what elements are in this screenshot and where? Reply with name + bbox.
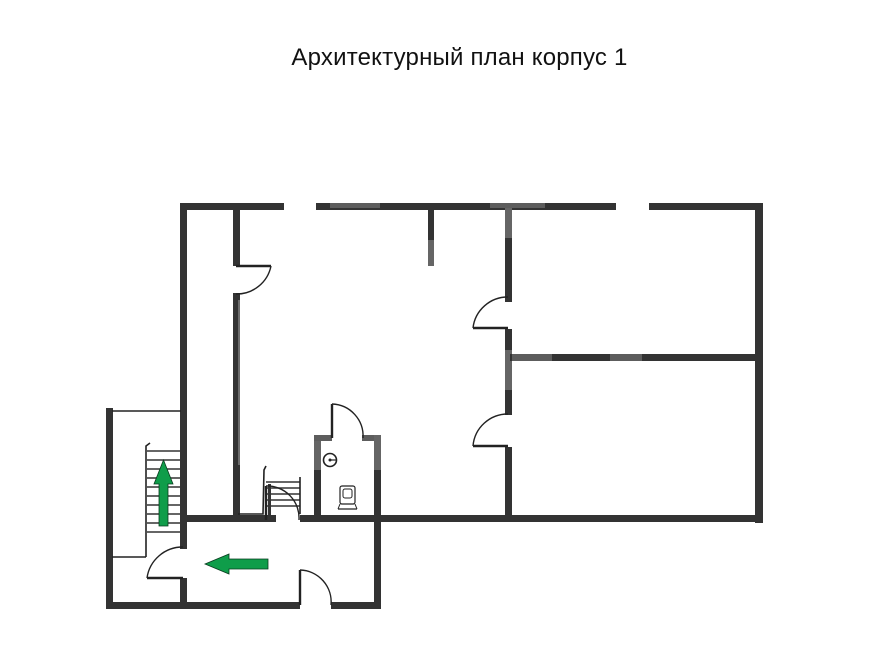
wall-stub-top bbox=[428, 208, 434, 266]
walls bbox=[106, 203, 763, 609]
wall-lower-corridor-left-lower bbox=[180, 578, 187, 609]
thin-lines bbox=[112, 410, 267, 558]
wall-lower-corridor-left-upper bbox=[180, 515, 187, 549]
wall-stairwell-left bbox=[106, 408, 113, 609]
doors bbox=[146, 264, 509, 606]
wall-restroom-right bbox=[374, 435, 381, 519]
sink-icon bbox=[322, 452, 338, 468]
evacuation-arrow-left-icon bbox=[203, 553, 269, 575]
door-corridor bbox=[235, 264, 272, 295]
wall-left-main bbox=[180, 203, 187, 521]
wall-restroom-left bbox=[314, 435, 321, 519]
wall-top-right bbox=[649, 203, 763, 210]
door-lower-right-room bbox=[472, 413, 509, 448]
wall-lower-corridor-bottom-left bbox=[180, 602, 300, 609]
wall-stairwell-bottom bbox=[106, 602, 186, 609]
wall-top-middle bbox=[316, 203, 616, 210]
toilet-icon bbox=[337, 485, 358, 510]
wall-lower-corridor-bottom-right bbox=[331, 602, 381, 609]
wall-partition-upper bbox=[505, 208, 512, 302]
door-restroom bbox=[330, 403, 364, 439]
plan-title: Архитектурный план корпус 1 bbox=[291, 44, 628, 71]
door-small-stair bbox=[264, 485, 300, 521]
wall-partition-lower bbox=[505, 447, 512, 519]
wall-bottom-main bbox=[300, 515, 763, 522]
restroom-fixtures bbox=[322, 452, 358, 510]
door-stairwell bbox=[146, 546, 184, 580]
door-exit bbox=[298, 569, 332, 606]
wall-lower-corridor-right bbox=[374, 515, 381, 609]
small-stair-steps bbox=[266, 477, 301, 520]
wall-corridor-bottom bbox=[233, 293, 240, 520]
wall-corridor-top bbox=[233, 203, 240, 266]
evacuation-arrow-up-icon bbox=[153, 458, 174, 527]
wall-right bbox=[755, 203, 763, 523]
wall-top-left bbox=[180, 203, 284, 210]
evacuation-arrows bbox=[153, 458, 269, 575]
door-upper-right-room bbox=[472, 296, 509, 330]
wall-bottom-left bbox=[180, 515, 276, 522]
